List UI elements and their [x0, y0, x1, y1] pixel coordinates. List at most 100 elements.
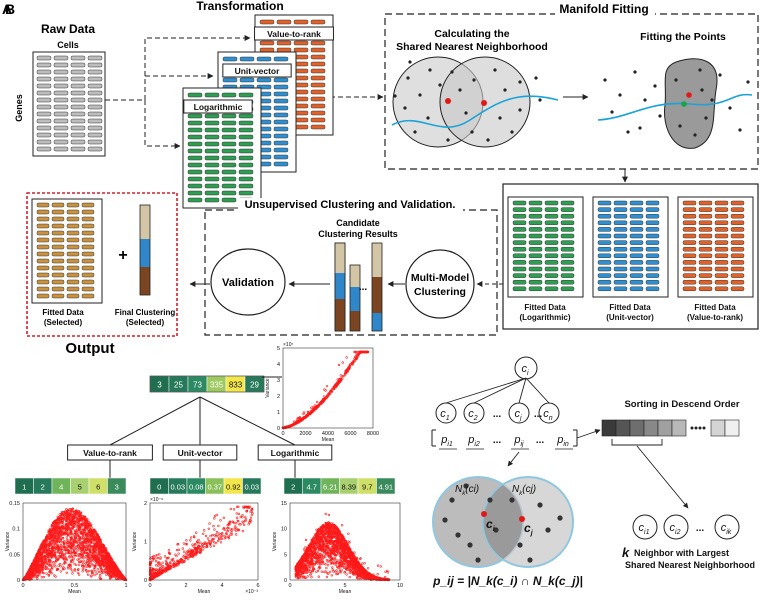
matrix-cell	[512, 200, 527, 206]
snn-point	[418, 93, 422, 97]
matrix-cell	[221, 155, 237, 161]
fit-point	[643, 98, 647, 102]
matrix-cell	[310, 82, 326, 88]
matrix-cell	[53, 83, 69, 89]
strip-value: 0.92	[226, 483, 241, 492]
scatter-point	[175, 548, 179, 552]
scatter-point	[38, 566, 42, 570]
scatter-point	[185, 539, 188, 542]
strip-value: 0.03	[170, 483, 185, 492]
matrix-cell	[714, 273, 729, 278]
matrix-cell	[66, 230, 80, 236]
matrix-cell	[259, 47, 275, 53]
matrix-cell	[544, 246, 559, 252]
matrix-cell	[273, 77, 289, 83]
matrix-cell	[682, 213, 697, 219]
matrix-cell	[730, 266, 745, 272]
plot-frame	[282, 347, 374, 429]
scatter-point	[80, 548, 83, 551]
scatter-point	[52, 561, 55, 564]
scatter-point	[50, 563, 53, 567]
matrix-cell	[629, 227, 644, 232]
matrix-cell	[714, 279, 729, 285]
matrix-cell	[221, 127, 237, 133]
scatter-point	[83, 556, 86, 559]
snn-point	[518, 108, 522, 112]
matrix-cell	[36, 118, 52, 124]
output-title: Output	[65, 340, 114, 357]
matrix-cell	[512, 279, 527, 285]
matrix-cell	[187, 197, 203, 203]
matrix-cell	[528, 286, 543, 292]
matrix-cell	[53, 97, 69, 103]
matrix-cell	[66, 216, 80, 222]
scatter-point	[204, 534, 208, 538]
scatter-point	[199, 541, 202, 544]
matrix-cell	[698, 240, 713, 245]
matrix-cell	[273, 133, 289, 139]
matrix-cell	[36, 202, 50, 208]
matrix-cell	[70, 132, 86, 138]
strip-value: 2	[291, 483, 295, 492]
scatter-point	[149, 557, 152, 560]
matrix-cell	[81, 286, 95, 292]
snn-point	[438, 83, 442, 87]
matrix-cell	[512, 240, 527, 245]
x-tick: 2000	[299, 431, 311, 437]
scatter-point	[65, 536, 69, 539]
scatter-point	[292, 423, 295, 426]
scatter-point	[195, 531, 198, 534]
scatter-point	[365, 350, 369, 354]
matrix-cell	[204, 197, 220, 203]
matrix-cell	[238, 190, 254, 196]
transform-card-label: Value-to-rank	[267, 29, 321, 39]
matrix-cell	[310, 117, 326, 123]
scatter-point	[77, 573, 81, 576]
matrix-cell	[698, 246, 713, 252]
matrix-cell	[51, 237, 65, 243]
matrix-cell	[645, 279, 660, 285]
scatter-point	[302, 416, 305, 420]
scatter-point	[38, 573, 41, 577]
scatter-point	[212, 541, 216, 544]
scatter-point	[220, 534, 224, 538]
matrix-cell	[53, 118, 69, 124]
scatter-point	[347, 367, 351, 371]
matrix-cell	[613, 220, 628, 226]
scatter-point	[89, 561, 92, 565]
scatter-point	[227, 536, 231, 540]
matrix-cell	[597, 260, 612, 265]
matrix-cell	[645, 266, 660, 272]
strip-value: 5	[78, 483, 82, 492]
scatter-point	[356, 354, 359, 358]
matrix-cell	[645, 207, 660, 212]
matrix-cell	[613, 227, 628, 232]
scatter-point	[229, 507, 233, 511]
scatter-point	[363, 350, 366, 354]
matrix-cell	[239, 56, 255, 62]
scatter-point	[341, 374, 344, 378]
scatter-point	[66, 541, 69, 544]
matrix-cell	[238, 134, 254, 140]
scatter-point	[211, 533, 214, 537]
scatter-point	[105, 573, 108, 576]
scatter-point	[337, 363, 341, 367]
matrix-cell	[273, 126, 289, 132]
scatter-point	[186, 557, 190, 561]
matrix-cell	[528, 246, 543, 252]
snn-point	[510, 130, 514, 134]
matrix-cell	[87, 146, 103, 152]
matrix-cell	[629, 200, 644, 206]
snn-point	[534, 76, 538, 80]
x-axis-label: Mean	[198, 589, 211, 595]
snn-point	[446, 138, 450, 142]
matrix-cell	[87, 104, 103, 110]
matrix-cell	[544, 227, 559, 232]
scatter-point	[248, 505, 252, 509]
matrix-cell	[70, 83, 86, 89]
x-tick: 1	[124, 583, 127, 589]
matrix-cell	[51, 279, 65, 285]
scatter-point	[71, 551, 74, 555]
